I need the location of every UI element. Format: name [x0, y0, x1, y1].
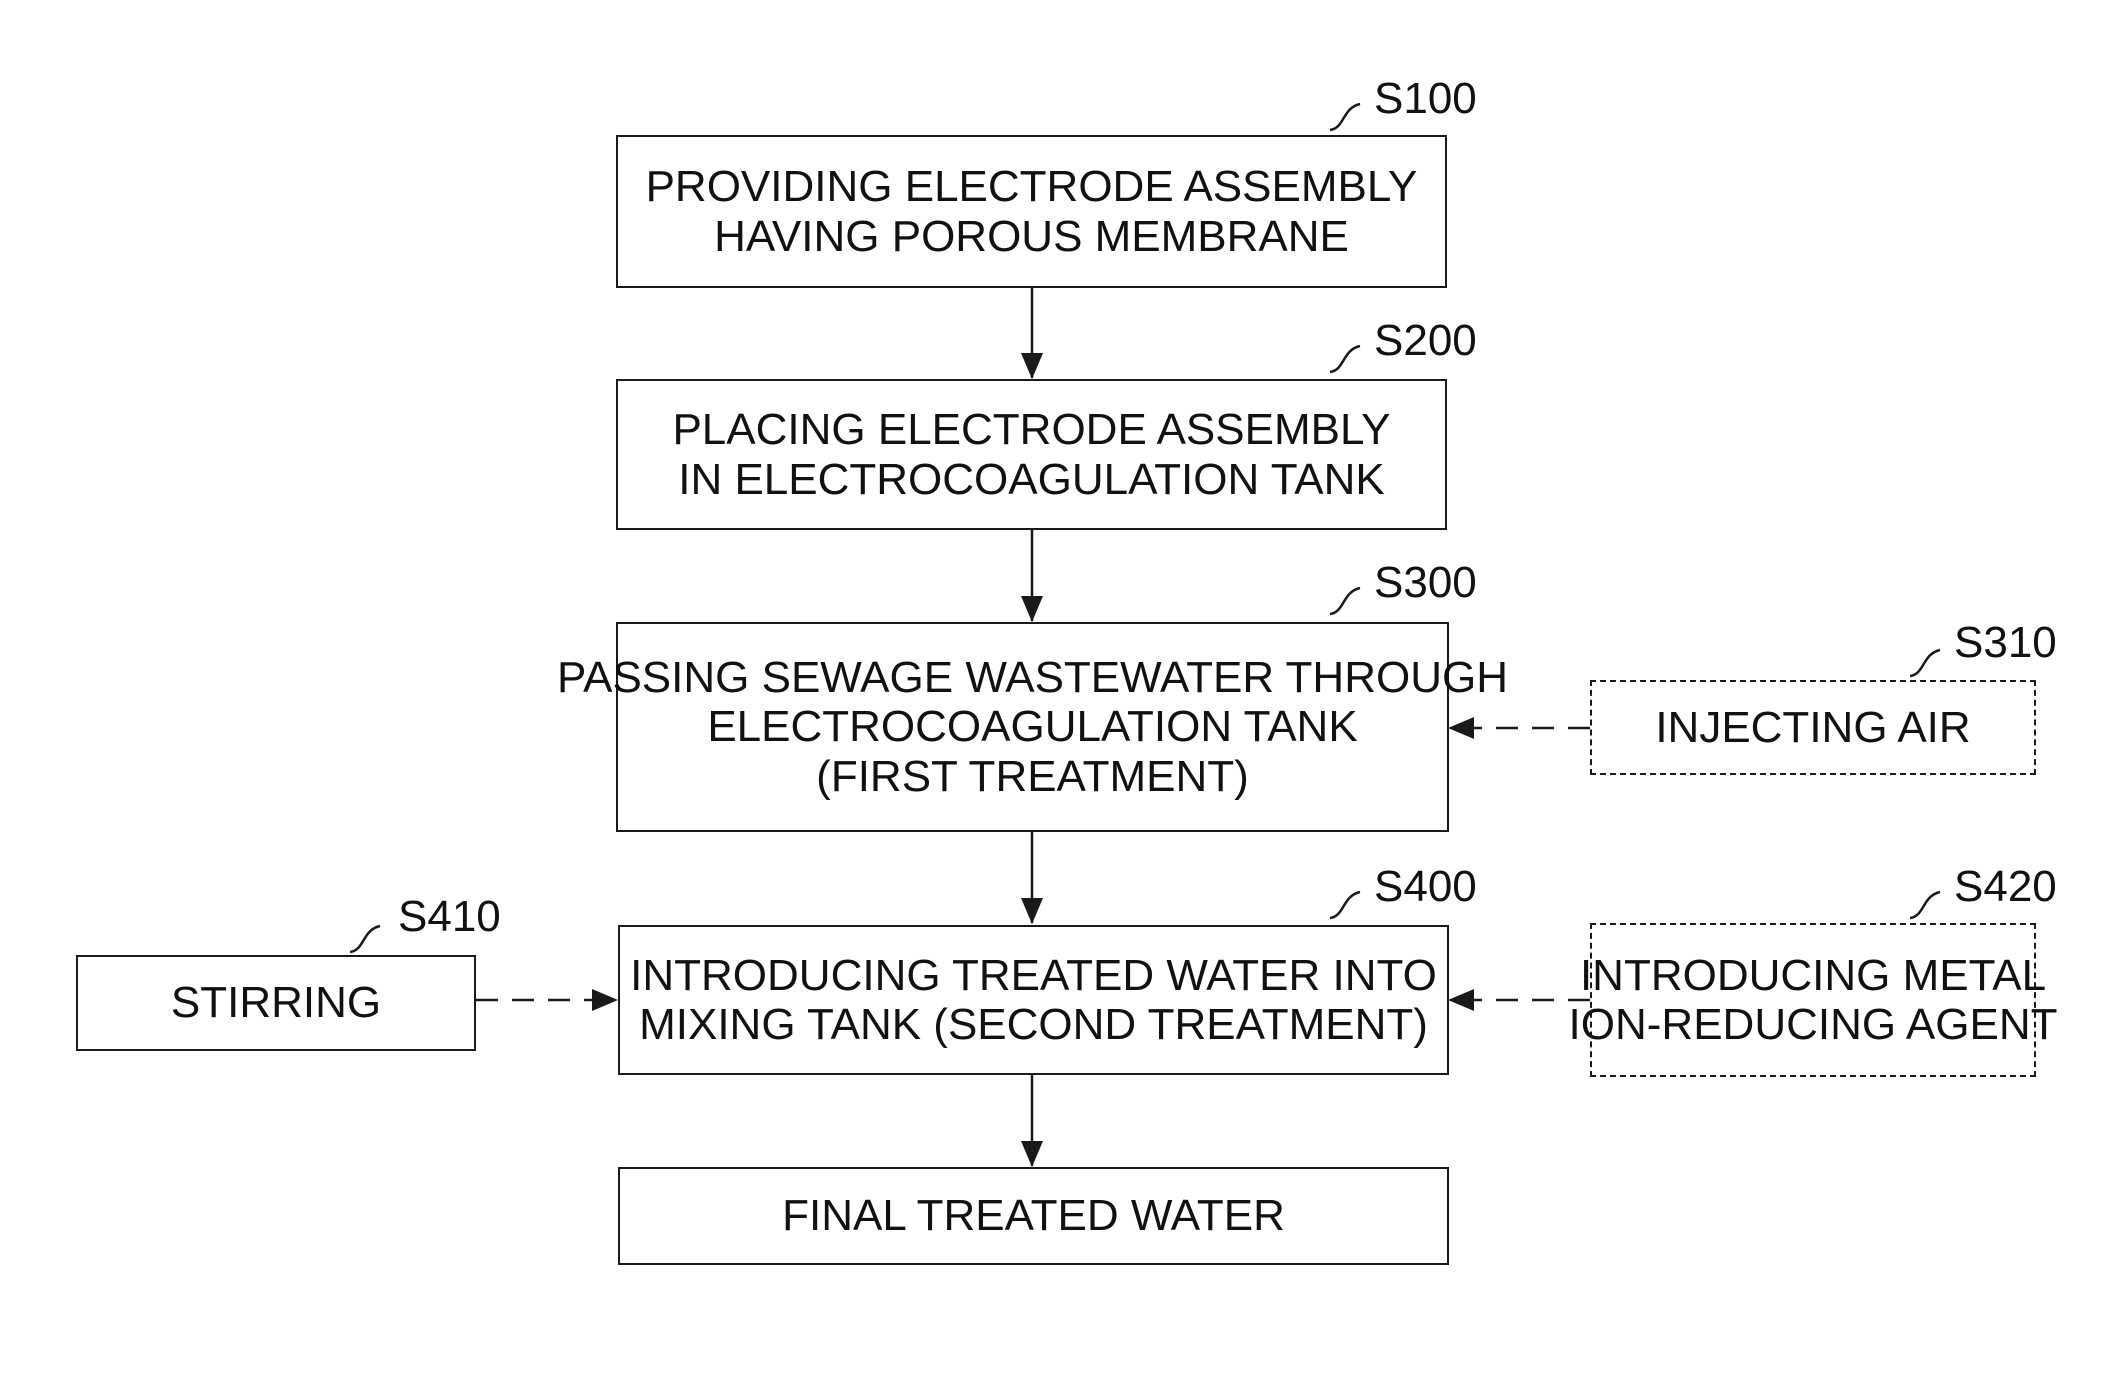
step-text-s400-line2: MIXING TANK (SECOND TREATMENT) [639, 1000, 1428, 1049]
leader-s300 [1330, 588, 1360, 614]
step-text-s410-line1: STIRRING [171, 978, 381, 1027]
step-text-s200-line1: PLACING ELECTRODE ASSEMBLY [672, 405, 1390, 454]
step-text-s300-line3: (FIRST TREATMENT) [816, 752, 1249, 801]
step-box-s300: PASSING SEWAGE WASTEWATER THROUGH ELECTR… [616, 622, 1449, 832]
leader-s410 [350, 926, 380, 952]
step-box-s410: STIRRING [76, 955, 476, 1051]
step-text-s310-line1: INJECTING AIR [1655, 703, 1970, 752]
step-box-s310: INJECTING AIR [1590, 680, 2036, 775]
step-label-s300: S300 [1374, 558, 1477, 608]
step-text-s420-line2: ION-REDUCING AGENT [1569, 1000, 2058, 1049]
step-box-s200: PLACING ELECTRODE ASSEMBLY IN ELECTROCOA… [616, 379, 1447, 530]
leader-s200 [1330, 346, 1360, 372]
step-box-s400: INTRODUCING TREATED WATER INTO MIXING TA… [618, 925, 1449, 1075]
step-label-s200: S200 [1374, 316, 1477, 366]
step-text-s400-line1: INTRODUCING TREATED WATER INTO [630, 951, 1437, 1000]
step-label-s420: S420 [1954, 862, 2057, 912]
step-text-s420-line1: INTRODUCING METAL [1580, 951, 2046, 1000]
step-text-s100-line1: PROVIDING ELECTRODE ASSEMBLY [646, 162, 1418, 211]
step-label-s100: S100 [1374, 74, 1477, 124]
leader-s310 [1910, 650, 1940, 676]
step-text-s300-line2: ELECTROCOAGULATION TANK [707, 702, 1357, 751]
step-box-s100: PROVIDING ELECTRODE ASSEMBLY HAVING PORO… [616, 135, 1447, 288]
step-label-s400: S400 [1374, 862, 1477, 912]
leader-s100 [1330, 104, 1360, 130]
step-box-final: FINAL TREATED WATER [618, 1167, 1449, 1265]
step-box-s420: INTRODUCING METAL ION-REDUCING AGENT [1590, 923, 2036, 1077]
leader-s420 [1910, 892, 1940, 918]
leader-s400 [1330, 892, 1360, 918]
step-text-s100-line2: HAVING POROUS MEMBRANE [714, 212, 1349, 261]
step-text-final-line1: FINAL TREATED WATER [782, 1191, 1285, 1240]
step-label-s410: S410 [398, 892, 501, 942]
step-label-s310: S310 [1954, 618, 2057, 668]
step-text-s200-line2: IN ELECTROCOAGULATION TANK [678, 455, 1385, 504]
step-text-s300-line1: PASSING SEWAGE WASTEWATER THROUGH [557, 653, 1508, 702]
